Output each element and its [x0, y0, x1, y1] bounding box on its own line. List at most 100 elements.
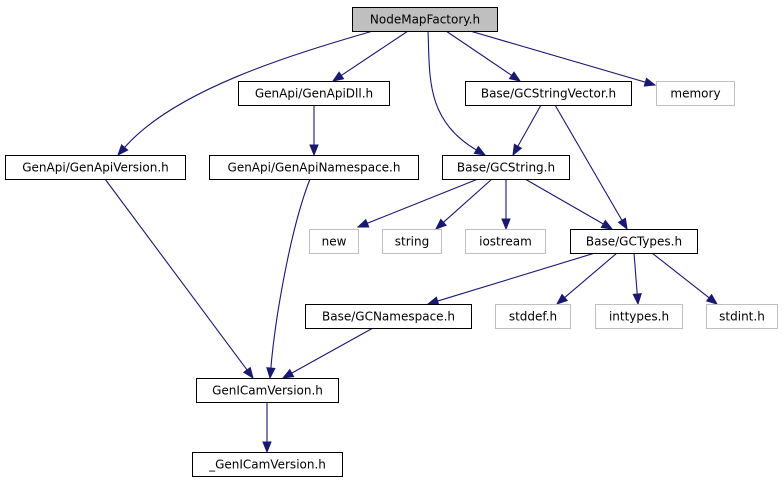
- node-box: [570, 229, 698, 254]
- node-label: NodeMapFactory.h: [370, 13, 480, 27]
- edge-root-to-gcstring: [427, 30, 487, 156]
- node-label: GenApi/GenApiDll.h: [255, 87, 373, 101]
- edge-root-to-genapidll: [331, 30, 409, 82]
- node-genapidll[interactable]: GenApi/GenApiDll.h: [238, 81, 390, 106]
- node-underscore-genicamversion[interactable]: _GenICamVersion.h: [192, 452, 343, 477]
- node-label: Base/GCTypes.h: [586, 235, 682, 249]
- node-inttypes: inttypes.h: [595, 304, 683, 329]
- arrowhead-genapiversion-to-genicamversion: [242, 366, 254, 380]
- arrowhead-gcnamespace-to-genicamversion: [281, 368, 295, 379]
- node-box: [352, 7, 498, 32]
- node-box: [382, 229, 442, 254]
- node-box: [465, 81, 632, 106]
- arrowhead-gctypes-to-stdint: [705, 293, 719, 305]
- node-label: iostream: [479, 235, 532, 249]
- arrowhead-root-to-gcstring: [473, 145, 487, 156]
- edge-line: [367, 178, 479, 224]
- node-genicamversion[interactable]: GenICamVersion.h: [196, 378, 339, 403]
- arrowhead-genapinamespace-to-genicamversion: [266, 367, 276, 380]
- edge-line: [443, 178, 493, 223]
- edge-gctypes-to-stddef: [555, 252, 618, 305]
- arrowhead-gcstringvector-to-gcstring: [512, 143, 523, 157]
- node-stddef: stddef.h: [495, 304, 571, 329]
- node-box: [706, 304, 778, 329]
- node-box: [196, 378, 339, 403]
- arrowhead-gcstringvector-to-gctypes: [617, 217, 628, 231]
- node-box: [209, 155, 419, 180]
- node-genapiversion[interactable]: GenApi/GenApiVersion.h: [5, 155, 186, 180]
- node-label: GenApi/GenApiNamespace.h: [228, 161, 401, 175]
- edge-line: [554, 104, 623, 221]
- edge-line: [437, 252, 596, 302]
- node-box: [238, 81, 390, 106]
- node-box: [595, 304, 683, 329]
- node-gcstringvector[interactable]: Base/GCStringVector.h: [465, 81, 632, 106]
- edge-gctypes-to-stdint: [651, 252, 719, 305]
- edges-layer: [104, 30, 719, 454]
- edge-line: [427, 30, 477, 151]
- edge-line: [291, 327, 374, 374]
- edge-gctypes-to-inttypes: [632, 252, 642, 306]
- edge-gctypes-to-gcnamespace: [426, 252, 596, 306]
- edge-line: [445, 30, 513, 76]
- edge-root-to-genapiversion: [117, 30, 374, 157]
- edge-line: [651, 252, 710, 299]
- node-label: GenICamVersion.h: [212, 384, 323, 398]
- node-box: [309, 229, 359, 254]
- node-label: string: [395, 235, 429, 249]
- node-box: [495, 304, 571, 329]
- node-label: stdint.h: [719, 310, 765, 324]
- edge-gcstringvector-to-gcstring: [512, 104, 542, 157]
- node-gcnamespace[interactable]: Base/GCNamespace.h: [305, 304, 472, 329]
- edge-genapiversion-to-genicamversion: [104, 178, 254, 380]
- edge-genapinamespace-to-genicamversion: [266, 178, 311, 380]
- node-label: Base/GCStringVector.h: [481, 87, 616, 101]
- node-genapinamespace[interactable]: GenApi/GenApiNamespace.h: [209, 155, 419, 180]
- node-string: string: [382, 229, 442, 254]
- node-label: Base/GCNamespace.h: [322, 310, 455, 324]
- node-label: GenApi/GenApiVersion.h: [22, 161, 168, 175]
- arrowhead-gctypes-to-inttypes: [632, 293, 642, 306]
- edge-line: [124, 30, 374, 148]
- arrowhead-gcstring-to-gctypes: [600, 219, 614, 230]
- node-label: memory: [670, 87, 720, 101]
- node-box: [465, 229, 546, 254]
- edge-gcstringvector-to-gctypes: [554, 104, 628, 231]
- edge-root-to-memory: [469, 30, 657, 87]
- node-stdint: stdint.h: [706, 304, 778, 329]
- edge-line: [341, 30, 409, 76]
- edge-gcstring-to-new: [356, 178, 479, 228]
- arrowhead-gctypes-to-gcnamespace: [426, 296, 440, 306]
- node-box: [305, 304, 472, 329]
- arrowhead-genapidll-to-genapinamespace: [309, 144, 319, 157]
- arrowhead-gcstring-to-new: [356, 218, 370, 228]
- node-box: [192, 452, 343, 477]
- node-gcstring[interactable]: Base/GCString.h: [442, 155, 570, 180]
- node-memory: memory: [656, 81, 735, 106]
- node-gctypes[interactable]: Base/GCTypes.h: [570, 229, 698, 254]
- arrowhead-gctypes-to-stddef: [555, 293, 569, 305]
- node-label: _GenICamVersion.h: [208, 458, 326, 472]
- node-new: new: [309, 229, 359, 254]
- arrowhead-gcstring-to-string: [434, 218, 447, 230]
- edge-root-to-gcstringvector: [445, 30, 522, 82]
- edge-line: [633, 252, 638, 295]
- node-box: [5, 155, 186, 180]
- arrowhead-root-to-memory: [643, 77, 657, 87]
- arrowhead-root-to-gcstringvector: [508, 71, 522, 82]
- node-root[interactable]: NodeMapFactory.h: [352, 7, 498, 32]
- node-box: [442, 155, 570, 180]
- edge-line: [524, 178, 604, 225]
- edge-line: [564, 252, 618, 298]
- edge-line: [469, 30, 646, 83]
- node-label: Base/GCString.h: [457, 161, 555, 175]
- edge-genicamversion-to-_genicamversion: [262, 402, 272, 454]
- node-label: new: [322, 235, 347, 249]
- edge-line: [270, 178, 311, 369]
- arrowhead-genicamversion-to-_genicamversion: [262, 441, 272, 454]
- edge-gcstring-to-gctypes: [524, 178, 614, 230]
- edge-line: [517, 104, 542, 147]
- arrowhead-root-to-genapidll: [331, 71, 345, 82]
